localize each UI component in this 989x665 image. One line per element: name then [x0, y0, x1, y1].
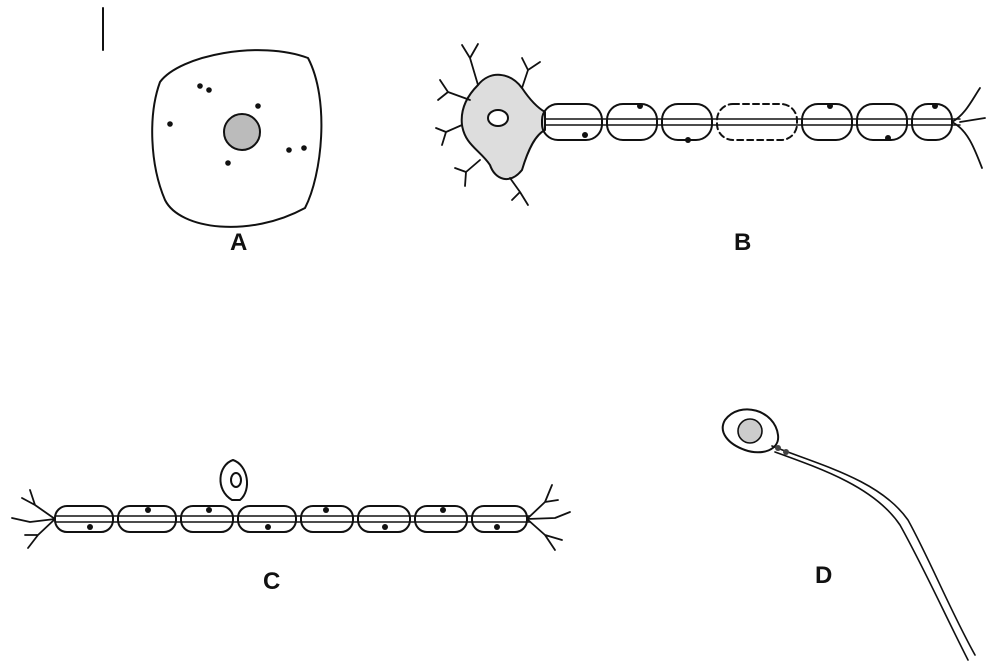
- neuron-c: [12, 460, 570, 550]
- cell-a-nucleus: [224, 114, 260, 150]
- neuron-b-schwann-nuclei: [582, 103, 938, 143]
- cell-a: [152, 50, 321, 227]
- neuron-b-axon-terminal: [952, 88, 985, 168]
- cell-d-nucleus: [738, 419, 762, 443]
- label-c: C: [263, 570, 280, 594]
- label-b: B: [734, 231, 751, 255]
- label-d: D: [815, 564, 832, 588]
- neuron-c-myelin-sheath: [55, 506, 527, 532]
- neuron-c-right-branches: [527, 485, 570, 550]
- cell-d: [723, 409, 975, 660]
- neuron-b-soma: [462, 75, 545, 179]
- neuron-b-myelin-sheath: [542, 104, 952, 140]
- cell-d-tail: [772, 446, 975, 655]
- neuron-b-nucleus: [488, 110, 508, 126]
- neuron-c-left-branches: [12, 490, 55, 548]
- label-a: A: [230, 231, 247, 255]
- neuron-c-soma: [220, 460, 247, 500]
- neuron-b: [436, 44, 985, 205]
- neuron-c-nucleus: [231, 473, 241, 487]
